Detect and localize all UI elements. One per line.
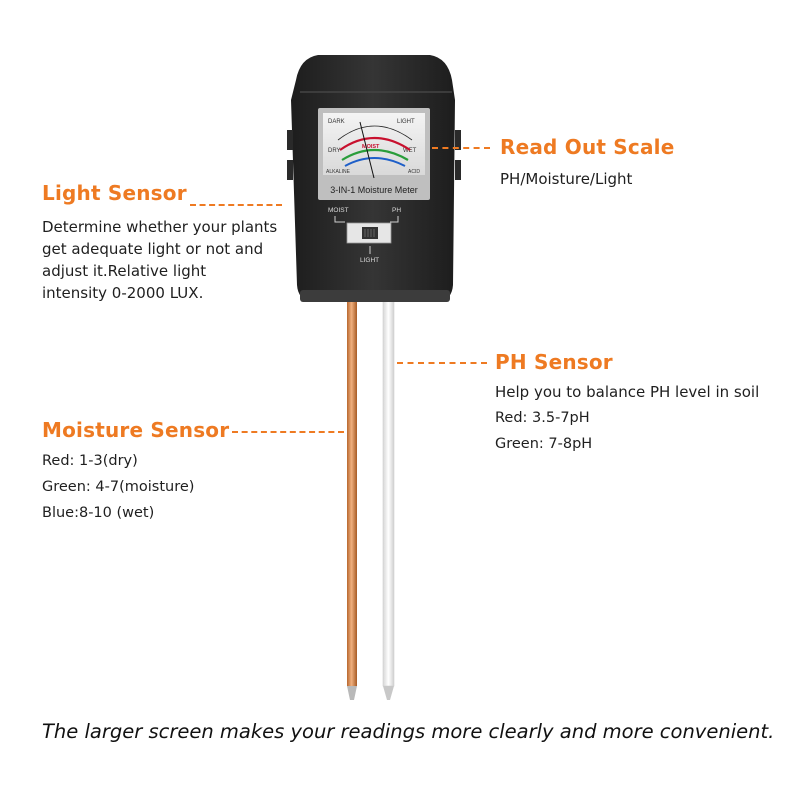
- moisture-sensor-line: Red: 1-3(dry): [42, 453, 138, 469]
- copper-probe: [347, 300, 357, 700]
- readout-pointer: [432, 147, 490, 149]
- light-sensor-line: intensity 0-2000 LUX.: [42, 284, 204, 302]
- light-sensor-title: Light Sensor: [42, 181, 187, 205]
- model-label: 3-IN-1 Moisture Meter: [330, 185, 418, 195]
- ph-sensor-line: Red: 3.5-7pH: [495, 410, 590, 426]
- moisture-sensor-line: Green: 4-7(moisture): [42, 479, 195, 495]
- ph-sensor-line: Green: 7-8pH: [495, 436, 593, 452]
- light-sensor-line: Determine whether your plants: [42, 218, 278, 236]
- ph-sensor-line: Help you to balance PH level in soil: [495, 383, 760, 401]
- read-out-scale-subtitle: PH/Moisture/Light: [500, 170, 633, 188]
- switch-moist-label: MOIST: [328, 207, 349, 214]
- dial-dark-label: DARK: [328, 119, 345, 125]
- switch-light-label: LIGHT: [360, 257, 379, 264]
- moisture-sensor-line: Blue:8-10 (wet): [42, 505, 155, 521]
- moisture-sensor-title: Moisture Sensor: [42, 418, 230, 442]
- ph-sensor-description: Help you to balance PH level in soil Red…: [495, 379, 759, 457]
- light-sensor-line: adjust it.Relative light: [42, 262, 207, 280]
- white-probe: [382, 299, 395, 700]
- dial-dry-label: DRY: [328, 148, 341, 154]
- dial-wet-label: WET: [403, 148, 417, 154]
- dial-light-label: LIGHT: [397, 119, 415, 125]
- mode-switch[interactable]: MOIST PH LIGHT: [328, 207, 401, 264]
- switch-ph-label: PH: [392, 207, 401, 214]
- moisture-sensor-pointer: [232, 431, 344, 433]
- light-sensor-description: Determine whether your plants get adequa…: [42, 216, 277, 304]
- ph-sensor-title: PH Sensor: [495, 350, 613, 374]
- dial-alkaline-label: ALKALINE: [326, 169, 351, 175]
- read-out-scale-title: Read Out Scale: [500, 135, 675, 159]
- moisture-sensor-description: Red: 1-3(dry) Green: 4-7(moisture) Blue:…: [42, 448, 194, 526]
- readout-dial: DARK LIGHT DRY WET MOIST ALKALINE ACID 3…: [318, 108, 430, 200]
- light-sensor-pointer: [190, 204, 282, 206]
- footer-caption: The larger screen makes your readings mo…: [42, 720, 775, 743]
- light-sensor-line: get adequate light or not and: [42, 240, 264, 258]
- dial-moist-label: MOIST: [362, 144, 380, 150]
- dial-acid-label: ACID: [408, 169, 420, 175]
- ph-sensor-pointer: [397, 362, 487, 364]
